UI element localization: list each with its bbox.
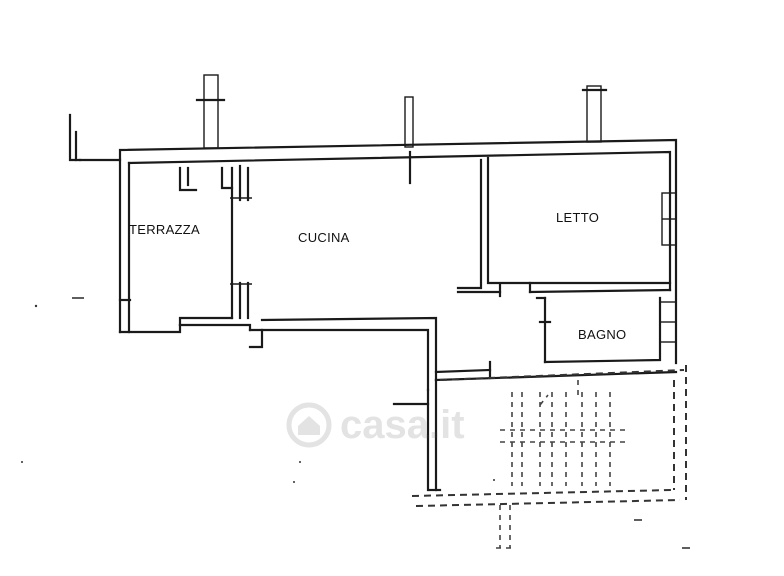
- dashed-area: [411, 365, 687, 549]
- house-logo-icon: [286, 402, 332, 448]
- bagno-walls: [488, 296, 662, 380]
- room-label-cucina: CUCINA: [298, 230, 350, 245]
- windows: [659, 192, 677, 343]
- watermark: casa.it: [286, 402, 465, 448]
- wall-stubs: [68, 74, 608, 162]
- terrazza-partition: [118, 164, 252, 320]
- letto-walls: [456, 156, 672, 298]
- room-label-bagno: BAGNO: [578, 327, 627, 342]
- watermark-text: casa.it: [340, 402, 465, 447]
- outer-walls: [78, 138, 678, 492]
- scan-marks: [21, 297, 690, 549]
- room-label-terrazza: TERRAZZA: [129, 222, 201, 237]
- room-label-letto: LETTO: [556, 210, 600, 225]
